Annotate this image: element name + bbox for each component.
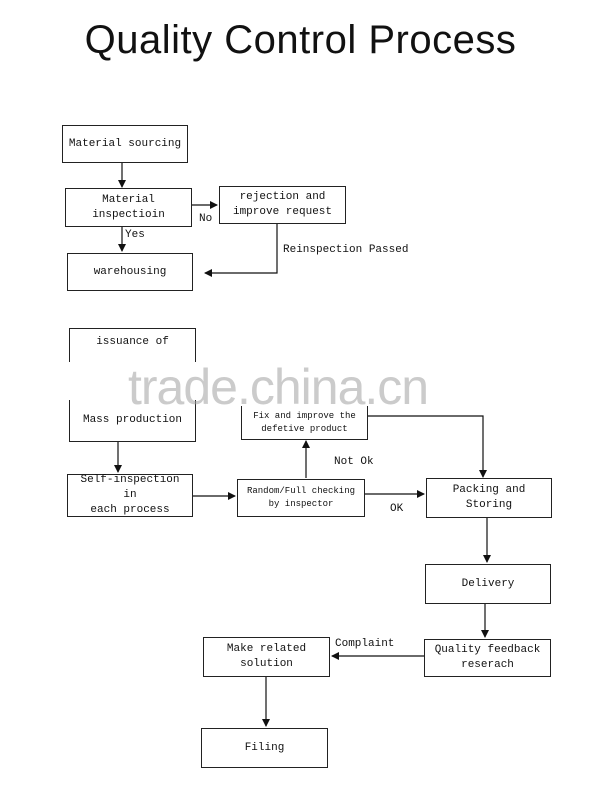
node-quality-feedback: Quality feedback reserach bbox=[424, 639, 551, 677]
node-self-inspection: Self-inspection in each process bbox=[67, 474, 193, 517]
edge-label-complaint: Complaint bbox=[335, 638, 395, 650]
arrow-fix-to-packing bbox=[368, 415, 487, 478]
node-mass-production: Mass production bbox=[69, 400, 196, 442]
node-issuance: issuance of bbox=[69, 328, 196, 362]
node-fix-improve: Fix and improve the defetive product bbox=[241, 406, 368, 440]
node-warehousing: warehousing bbox=[67, 253, 193, 291]
watermark: trade.china.cn bbox=[128, 359, 429, 415]
edge-label-yes: Yes bbox=[125, 229, 145, 241]
arrow-rejection-to-warehousing bbox=[204, 224, 278, 277]
node-material-inspection: Material inspectioin bbox=[65, 188, 192, 227]
node-delivery: Delivery bbox=[425, 564, 551, 604]
node-random-full: Random/Full checking by inspector bbox=[237, 479, 365, 517]
edge-label-not-ok: Not Ok bbox=[334, 456, 374, 468]
node-filing: Filing bbox=[201, 728, 328, 768]
edge-label-no: No bbox=[199, 213, 213, 225]
node-material-sourcing: Material sourcing bbox=[62, 125, 188, 163]
edge-label-reinspection: Reinspection Passed bbox=[283, 244, 409, 256]
node-make-solution: Make related solution bbox=[203, 637, 330, 677]
node-packing: Packing and Storing bbox=[426, 478, 552, 518]
page-title: Quality Control Process bbox=[84, 18, 517, 62]
node-rejection: rejection and improve request bbox=[219, 186, 346, 224]
edge-label-ok: OK bbox=[390, 503, 404, 515]
